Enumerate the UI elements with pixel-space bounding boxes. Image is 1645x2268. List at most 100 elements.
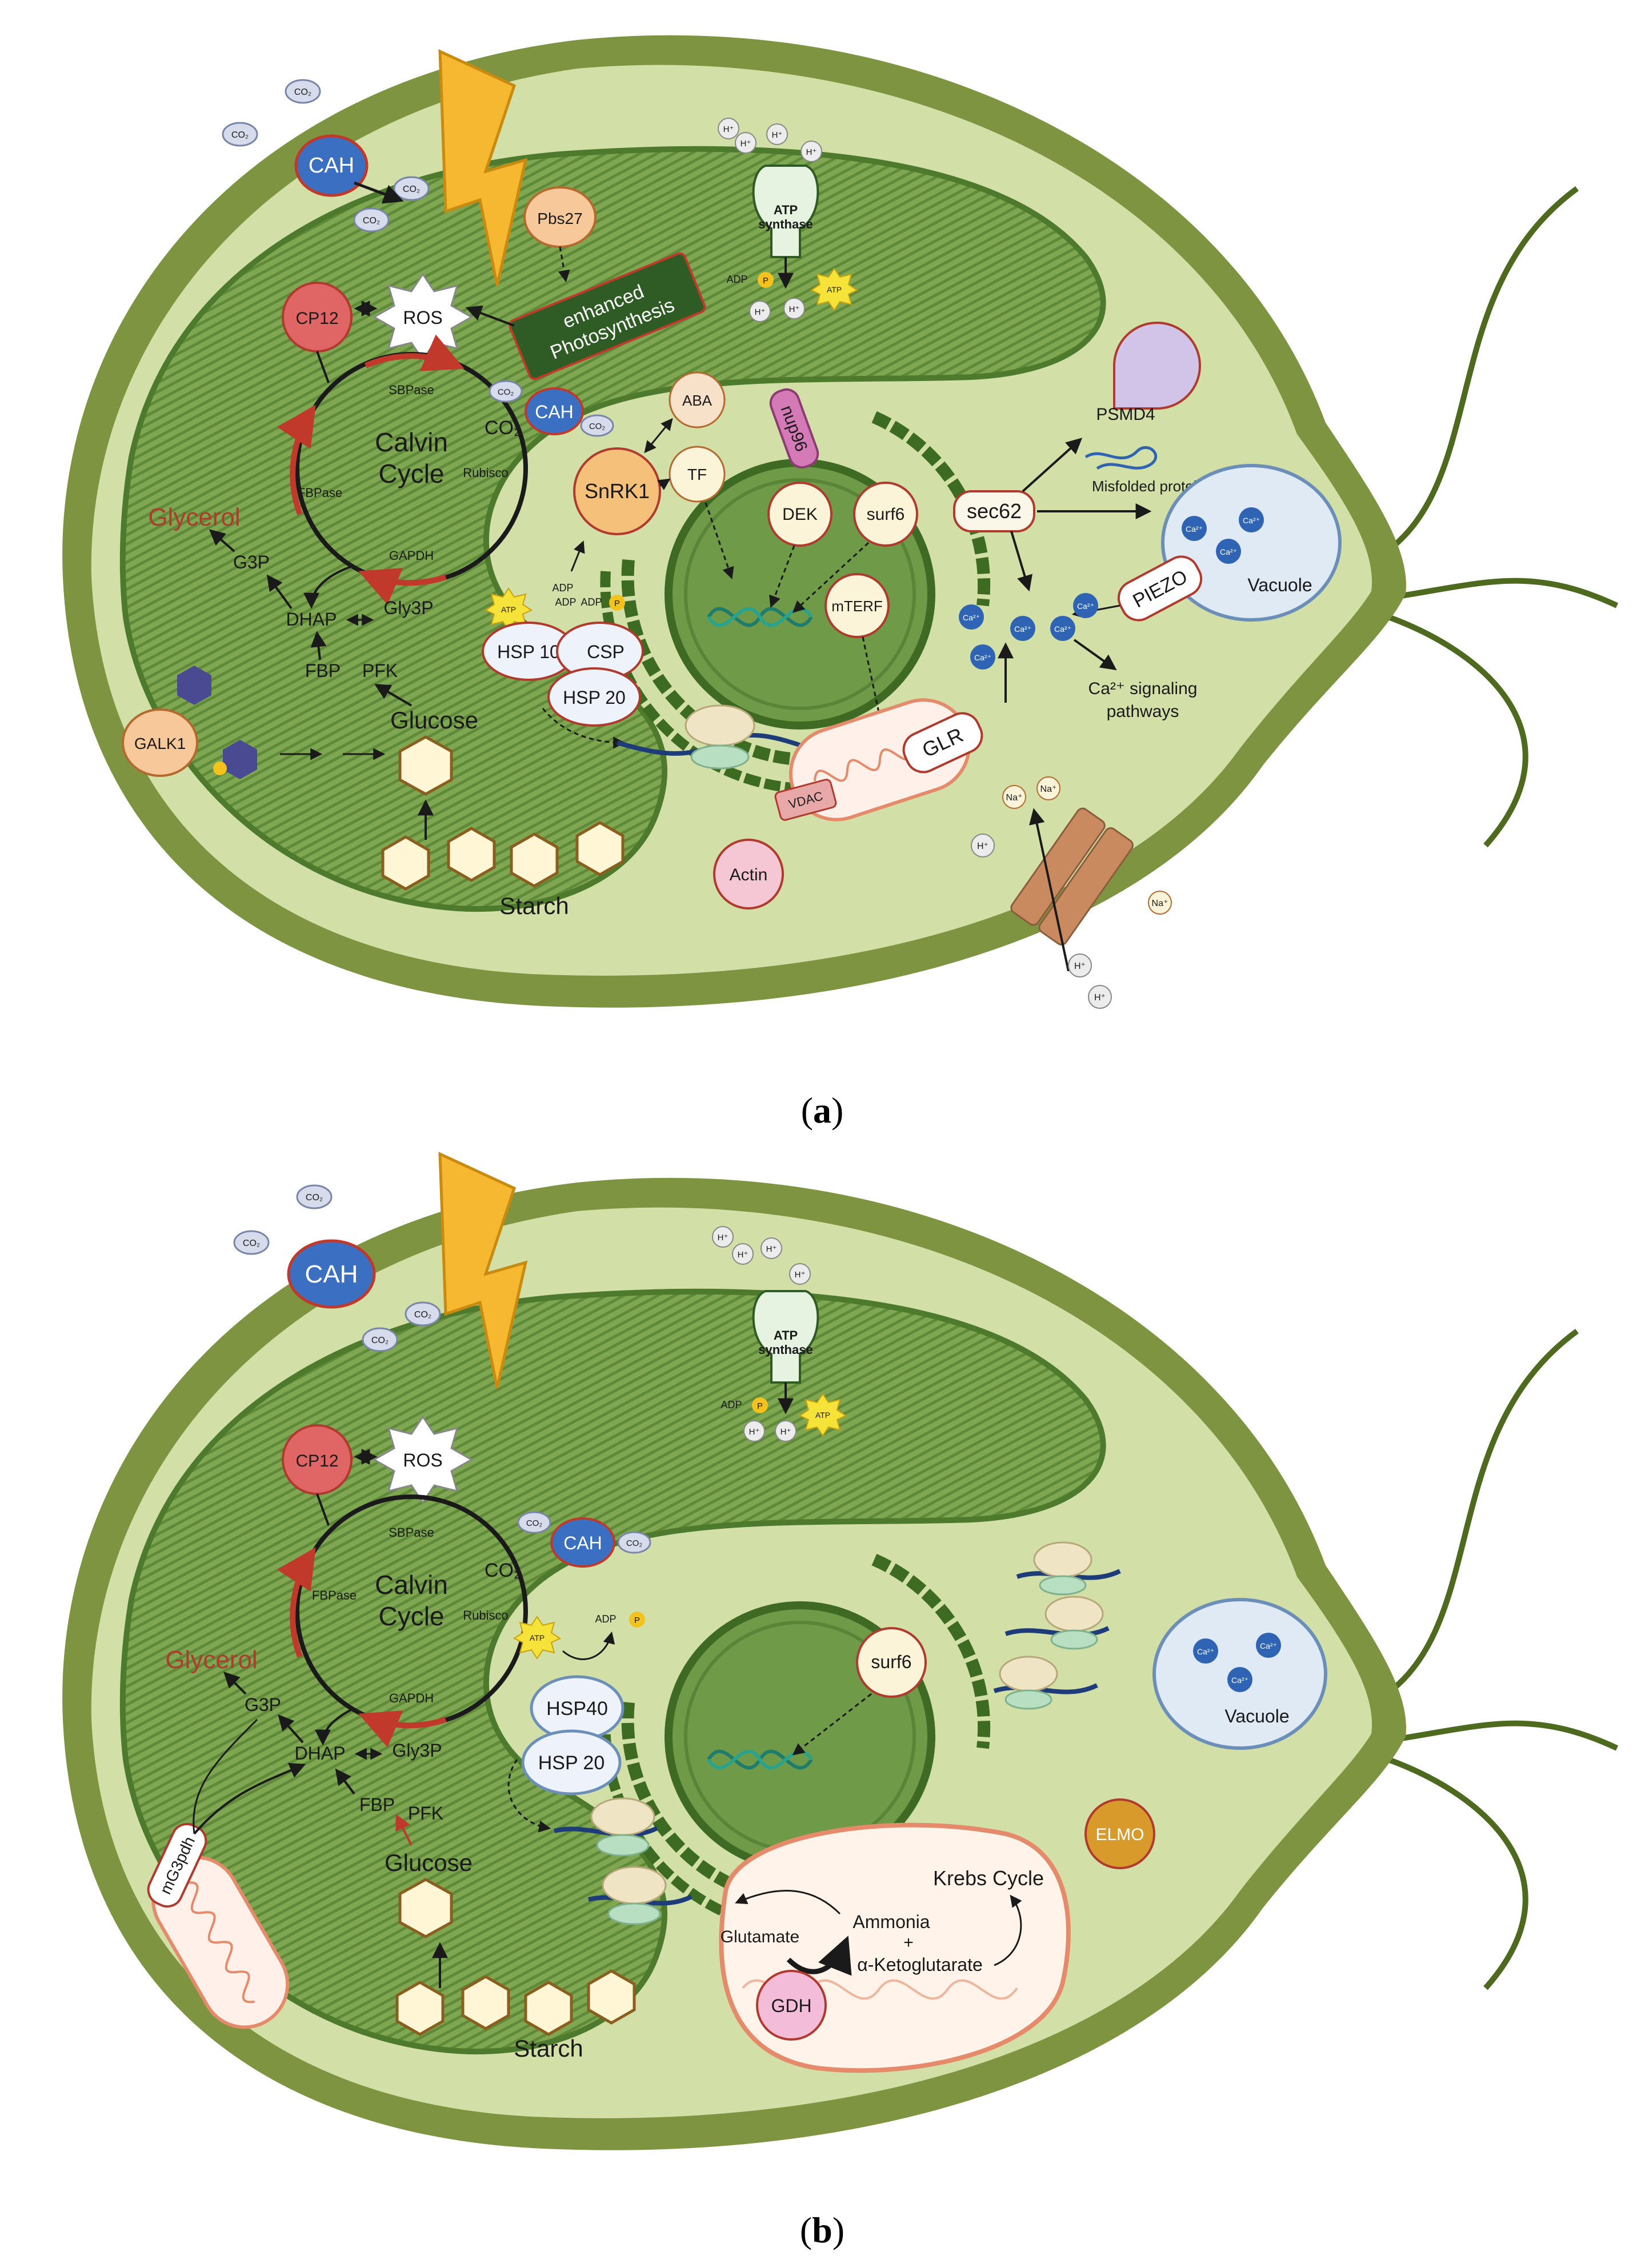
er-arc-1 xyxy=(621,559,812,767)
cah-inner-label: CAH xyxy=(563,1533,602,1553)
mg3pdh-node: mG3pdh xyxy=(147,1822,207,1908)
galk1-node xyxy=(122,708,198,777)
psmd4-label: PSMD4 xyxy=(1096,405,1155,424)
glutamate-label: Glutamate xyxy=(721,1928,799,1946)
galactose-hexagon xyxy=(177,666,211,705)
fbp-dhap-arrow xyxy=(310,631,327,660)
nucleus-inner xyxy=(684,478,916,710)
hsp-to-rna-arrow xyxy=(542,708,626,749)
fbp-label: FBP xyxy=(305,660,341,681)
cp12-label: CP12 xyxy=(295,309,338,328)
atp-label: ATP xyxy=(530,1633,545,1642)
atp-synthase-label-1: ATP xyxy=(774,1328,798,1343)
na-label: Na⁺ xyxy=(1040,784,1057,794)
caption-b: (b) xyxy=(800,2210,844,2250)
lightning-bolt-icon xyxy=(438,49,528,286)
ribosome-cluster xyxy=(554,1541,1121,1925)
fbp-label: FBP xyxy=(359,1794,395,1815)
na-ion xyxy=(1002,785,1026,809)
ca-label: Ca²⁺ xyxy=(1077,602,1094,611)
ca-signaling-arrow xyxy=(1073,639,1117,671)
starch-label: Starch xyxy=(499,892,569,919)
dhap-label: DHAP xyxy=(286,609,337,630)
co2-bubble xyxy=(489,380,523,403)
calvin-label: Calvin xyxy=(375,1570,448,1600)
phosphate-icon xyxy=(752,1397,768,1413)
co2-label: CO₂ xyxy=(371,1336,389,1345)
g3p-glycerol-arrow xyxy=(209,529,235,552)
hsp20-label: HSP 20 xyxy=(538,1752,605,1774)
fbpase-red-arc xyxy=(277,1547,316,1658)
elmo-node xyxy=(1084,1798,1155,1869)
co2-label: CO₂ xyxy=(498,387,514,397)
p-label: P xyxy=(757,1401,763,1411)
caption-a-letter: a xyxy=(813,1090,831,1131)
flagellum-top xyxy=(1361,1328,1579,1711)
na-ion xyxy=(1036,776,1060,800)
ros-label: ROS xyxy=(403,307,442,328)
hplus-label: H⁺ xyxy=(1074,961,1086,971)
gapdh-label: GAPDH xyxy=(389,548,434,563)
atp-label: ATP xyxy=(815,1411,830,1420)
chloroplast xyxy=(119,1288,1106,2054)
vacuole-label: Vacuole xyxy=(1224,1706,1289,1726)
glycerol-label: Glycerol xyxy=(165,1646,257,1674)
cah-arrow xyxy=(354,181,404,204)
galk1-label: GALK1 xyxy=(134,735,186,752)
ca-ions-vacuole: Ca²⁺ Ca²⁺ Ca²⁺ xyxy=(1193,1633,1281,1692)
mterf-node xyxy=(824,573,890,638)
hsp-to-rna-arrow xyxy=(507,1759,551,1833)
atp-synthase: ATP synthase xyxy=(752,165,819,289)
flagellum-upper-mid xyxy=(1394,1720,1619,1751)
atp-burst-icon xyxy=(798,1393,847,1437)
calvin-label: Calvin xyxy=(375,427,448,457)
hsp10-label: HSP 10 xyxy=(497,642,560,662)
co2-label: CO₂ xyxy=(403,185,420,194)
cp12-label: CP12 xyxy=(295,1452,338,1470)
mito-to-ribosome-arrow xyxy=(735,1890,841,1915)
psmd4-node xyxy=(1113,322,1201,410)
co2-bubble xyxy=(517,1511,551,1534)
hplus-label: H⁺ xyxy=(738,1250,749,1260)
na-ion xyxy=(1148,891,1172,915)
hplus-label: H⁺ xyxy=(781,1427,791,1437)
fbp-dhap-arrow xyxy=(335,1768,355,1795)
flagellum-upper-mid xyxy=(1394,578,1619,608)
co2-label: CO₂ xyxy=(243,1239,260,1248)
hplus-ion xyxy=(1068,953,1092,977)
ca-signaling-label-2: pathways xyxy=(1107,702,1179,721)
p-label: P xyxy=(634,1616,640,1625)
surf6-dna-arrow xyxy=(792,542,870,613)
actin-label: Actin xyxy=(730,865,768,884)
co2-label: CO₂ xyxy=(294,87,311,97)
sbpase-label: SBPase xyxy=(389,1525,434,1540)
ca-label: Ca²⁺ xyxy=(1197,1647,1214,1656)
ca-label: Ca²⁺ xyxy=(1186,524,1203,534)
cp12-calvin-inhibit xyxy=(316,1493,330,1526)
hplus-label: H⁺ xyxy=(772,130,783,140)
flagellum-lower xyxy=(1387,1757,1528,1990)
g3p-mg3pdh-line xyxy=(193,1718,258,1834)
hplus-label: H⁺ xyxy=(749,1427,760,1437)
co2-label: CO₂ xyxy=(589,422,606,431)
starch-label: Starch xyxy=(514,2035,583,2062)
cah-transporter xyxy=(287,1239,376,1309)
sbpase-red-arc xyxy=(365,334,465,371)
gapdh-red-arc xyxy=(358,568,447,605)
hydrogen-ions-top: H⁺ H⁺ H⁺ H⁺ xyxy=(712,1226,811,1285)
na-label: Na⁺ xyxy=(1152,899,1168,908)
glucose-label: Glucose xyxy=(390,707,478,734)
adp-label: ADP xyxy=(726,274,747,285)
fbpase-red-arc xyxy=(277,404,316,515)
krebs-arrow xyxy=(994,1894,1022,1966)
sec62-label: sec62 xyxy=(967,499,1022,523)
ca-ions-cytosol: Ca²⁺ Ca²⁺ Ca²⁺ Ca²⁺ Ca²⁺ xyxy=(959,593,1098,670)
sec62-psmd4-arrow xyxy=(1022,438,1083,492)
ammonia-label: Ammonia xyxy=(852,1912,930,1932)
glucose-hexagon xyxy=(398,1878,453,1938)
hsp40-label: HSP40 xyxy=(546,1698,608,1720)
co2-label: CO₂ xyxy=(231,130,249,140)
glucose-pfk-arrow xyxy=(374,684,413,707)
hplus-label: H⁺ xyxy=(755,307,766,317)
na-h-antiporter xyxy=(1010,807,1134,945)
